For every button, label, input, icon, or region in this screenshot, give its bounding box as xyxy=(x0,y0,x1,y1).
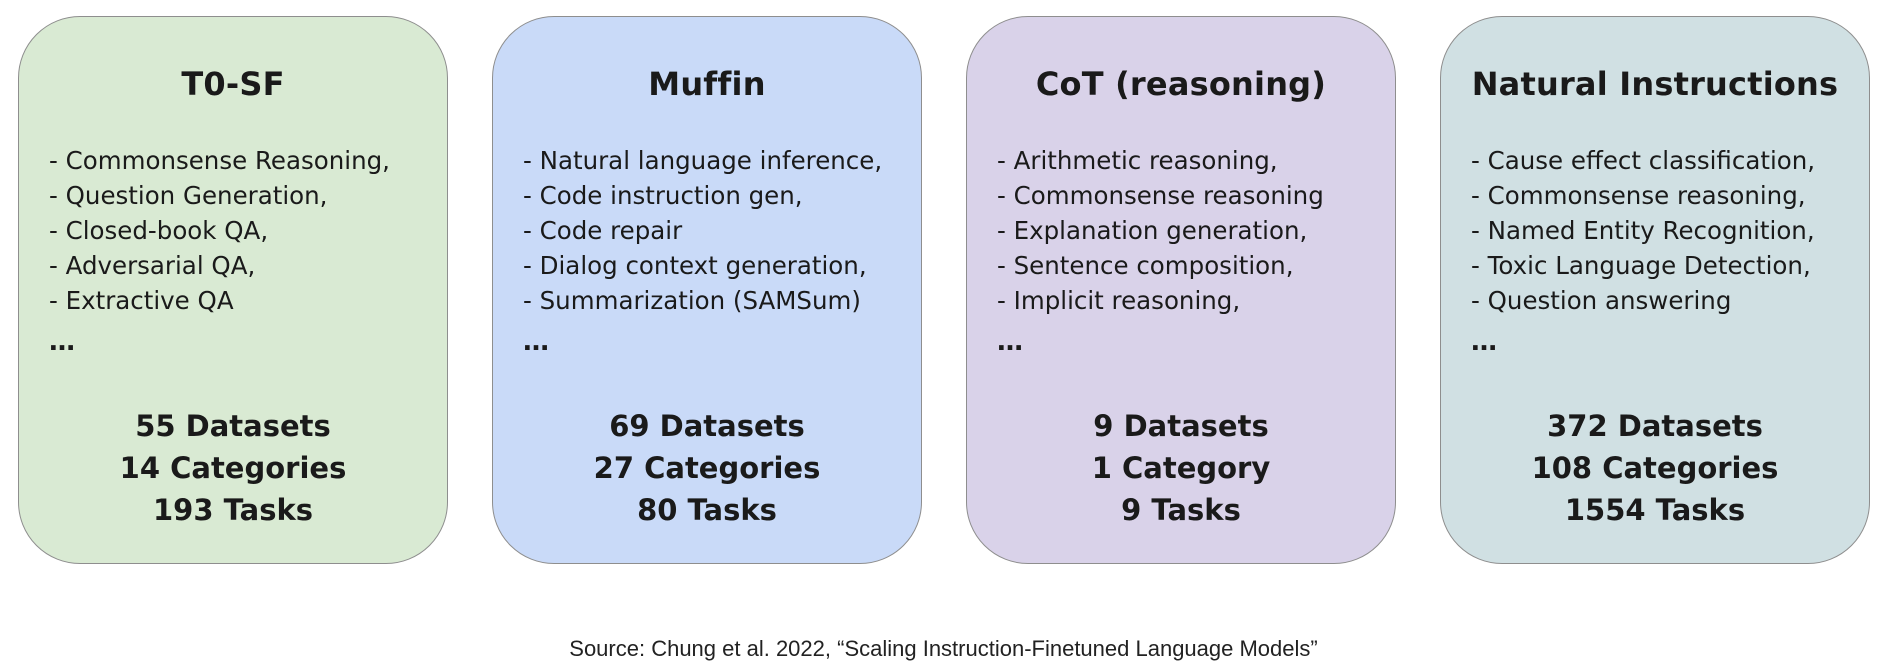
task-item: - Commonsense reasoning, xyxy=(1471,181,1806,210)
task-item: - Code repair xyxy=(523,216,683,245)
tasks-count: 80 Tasks xyxy=(637,493,777,527)
card-title: Muffin xyxy=(648,65,766,103)
source-citation: Source: Chung et al. 2022, “Scaling Inst… xyxy=(569,636,1318,661)
task-item: - Adversarial QA, xyxy=(49,251,256,280)
card-t0-sf: T0-SF - Commonsense Reasoning, - Questio… xyxy=(18,16,448,564)
task-list: - Arithmetic reasoning, - Commonsense re… xyxy=(997,143,1385,318)
card-title: CoT (reasoning) xyxy=(1035,65,1327,103)
task-item: - Toxic Language Detection, xyxy=(1471,251,1811,280)
task-item: - Implicit reasoning, xyxy=(997,286,1241,315)
task-list: - Commonsense Reasoning, - Question Gene… xyxy=(49,143,437,318)
task-item: - Sentence composition, xyxy=(997,251,1294,280)
task-list: - Natural language inference, - Code ins… xyxy=(523,143,911,318)
task-item: - Named Entity Recognition, xyxy=(1471,216,1815,245)
card-muffin: Muffin - Natural language inference, - C… xyxy=(492,16,922,564)
more-ellipsis: … xyxy=(49,327,76,357)
more-ellipsis: … xyxy=(523,327,550,357)
categories-count: 14 Categories xyxy=(119,451,347,485)
task-item: - Commonsense reasoning xyxy=(997,181,1324,210)
task-item: - Summarization (SAMSum) xyxy=(523,286,861,315)
card-cot: CoT (reasoning) - Arithmetic reasoning, … xyxy=(966,16,1396,564)
card-stats: 372 Datasets 108 Categories 1554 Tasks xyxy=(1441,405,1869,531)
card-natural-instructions: Natural Instructions - Cause effect clas… xyxy=(1440,16,1870,564)
task-list: - Cause effect classification, - Commons… xyxy=(1471,143,1859,318)
card-title: Natural Instructions xyxy=(1471,65,1839,103)
card-stats: 69 Datasets 27 Categories 80 Tasks xyxy=(493,405,921,531)
tasks-count: 9 Tasks xyxy=(1121,493,1241,527)
categories-count: 1 Category xyxy=(1091,451,1271,485)
task-item: - Question answering xyxy=(1471,286,1732,315)
card-stats: 9 Datasets 1 Category 9 Tasks xyxy=(967,405,1395,531)
more-ellipsis: … xyxy=(1471,327,1498,357)
card-stats: 55 Datasets 14 Categories 193 Tasks xyxy=(19,405,447,531)
task-item: - Natural language inference, xyxy=(523,146,883,175)
task-item: - Code instruction gen, xyxy=(523,181,803,210)
task-item: - Extractive QA xyxy=(49,286,234,315)
datasets-count: 55 Datasets xyxy=(135,409,331,443)
task-item: - Dialog context generation, xyxy=(523,251,867,280)
task-item: - Cause effect classification, xyxy=(1471,146,1816,175)
task-item: - Commonsense Reasoning, xyxy=(49,146,390,175)
task-item: - Arithmetic reasoning, xyxy=(997,146,1278,175)
task-item: - Question Generation, xyxy=(49,181,328,210)
tasks-count: 1554 Tasks xyxy=(1564,493,1746,527)
task-item: - Explanation generation, xyxy=(997,216,1308,245)
tasks-count: 193 Tasks xyxy=(152,493,314,527)
datasets-count: 9 Datasets xyxy=(1093,409,1269,443)
categories-count: 27 Categories xyxy=(593,451,821,485)
card-title: T0-SF xyxy=(181,65,285,103)
categories-count: 108 Categories xyxy=(1531,451,1779,485)
datasets-count: 372 Datasets xyxy=(1547,409,1763,443)
task-item: - Closed-book QA, xyxy=(49,216,269,245)
more-ellipsis: … xyxy=(997,327,1024,357)
datasets-count: 69 Datasets xyxy=(609,409,805,443)
